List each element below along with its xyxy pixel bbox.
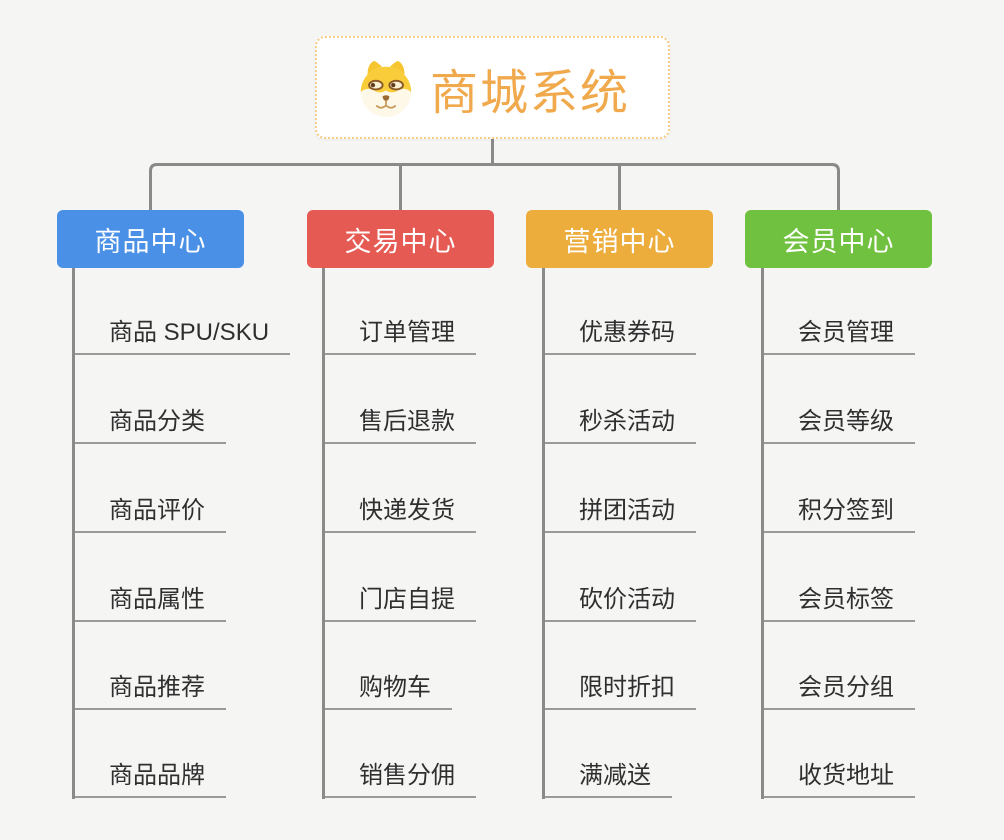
root-node[interactable]: 商城系统: [315, 36, 670, 139]
branch-column-3: 优惠券码秒杀活动拼团活动砍价活动限时折扣满减送: [542, 268, 795, 799]
leaf-node-2-1[interactable]: 订单管理: [325, 317, 476, 355]
branch-label: 营销中心: [563, 226, 676, 257]
leaf-node-3-4[interactable]: 砍价活动: [545, 584, 696, 622]
branch-label: 交易中心: [344, 226, 457, 257]
leaf-node-2-6[interactable]: 销售分佣: [325, 760, 476, 798]
leaf-node-3-3[interactable]: 拼团活动: [545, 495, 696, 533]
leaf-node-4-3[interactable]: 积分签到: [764, 495, 915, 533]
branch-node-2[interactable]: 交易中心: [307, 210, 494, 268]
branch-node-3[interactable]: 营销中心: [526, 210, 713, 268]
leaf-node-3-5[interactable]: 限时折扣: [545, 672, 696, 710]
branch-column-2: 订单管理售后退款快递发货门店自提购物车销售分佣: [322, 268, 575, 799]
branch-node-1[interactable]: 商品中心: [57, 210, 244, 268]
leaf-node-4-6[interactable]: 收货地址: [764, 760, 915, 798]
leaf-node-3-2[interactable]: 秒杀活动: [545, 406, 696, 444]
branch-column-4: 会员管理会员等级积分签到会员标签会员分组收货地址: [761, 268, 1004, 799]
leaf-node-1-5[interactable]: 商品推荐: [75, 672, 226, 710]
leaf-node-3-6[interactable]: 满减送: [545, 760, 672, 798]
leaf-node-1-4[interactable]: 商品属性: [75, 584, 226, 622]
leaf-node-2-2[interactable]: 售后退款: [325, 406, 476, 444]
dog-icon: [360, 60, 412, 117]
leaf-node-4-5[interactable]: 会员分组: [764, 672, 915, 710]
branch-label: 商品中心: [94, 226, 207, 257]
branch-column-1: 商品 SPU/SKU 商品分类商品评价商品属性商品推荐商品品牌: [72, 268, 325, 799]
branch-label: 会员中心: [782, 226, 895, 257]
leaf-node-1-1[interactable]: 商品 SPU/SKU: [75, 317, 291, 355]
leaf-node-2-5[interactable]: 购物车: [325, 672, 452, 710]
branch-node-4[interactable]: 会员中心: [745, 210, 932, 268]
leaf-node-1-2[interactable]: 商品分类: [75, 406, 226, 444]
leaf-node-3-1[interactable]: 优惠券码: [545, 317, 696, 355]
leaf-node-2-3[interactable]: 快递发货: [325, 495, 476, 533]
leaf-node-1-3[interactable]: 商品评价: [75, 495, 226, 533]
leaf-node-4-4[interactable]: 会员标签: [764, 584, 915, 622]
leaf-node-1-6[interactable]: 商品品牌: [75, 760, 226, 798]
root-title: 商城系统: [429, 66, 630, 120]
leaf-node-4-2[interactable]: 会员等级: [764, 406, 915, 444]
leaf-node-4-1[interactable]: 会员管理: [764, 317, 915, 355]
leaf-node-2-4[interactable]: 门店自提: [325, 584, 476, 622]
